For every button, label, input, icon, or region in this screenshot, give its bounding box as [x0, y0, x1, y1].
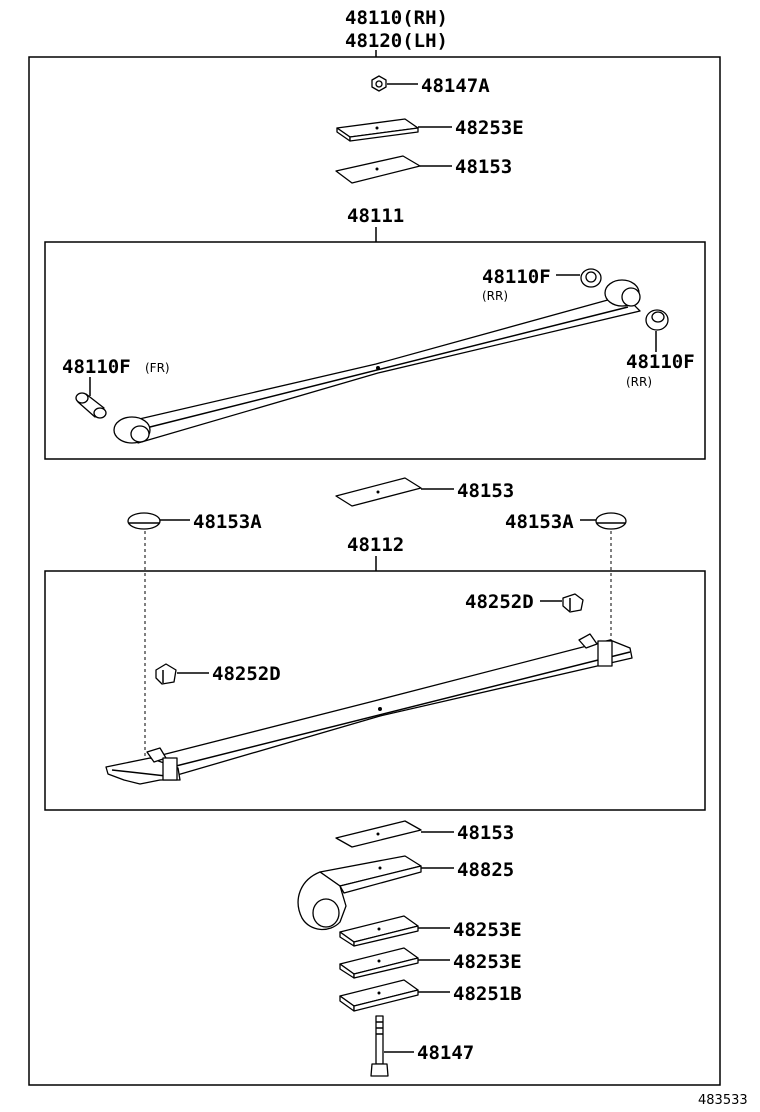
outer-frame [28, 56, 721, 1086]
cap-left-part [127, 512, 161, 530]
label-pad-top: 48153 [455, 156, 512, 178]
clip-right-part [562, 593, 584, 613]
plate-48253e-b1-part [339, 915, 419, 947]
bushing-fr-part [75, 392, 107, 419]
plate-48253e-top-part [336, 118, 419, 142]
note-bushing-rr-a: (RR) [482, 289, 508, 303]
label-pad-bottom: 48153 [457, 822, 514, 844]
assembly-lh-label: 48120(LH) [345, 30, 448, 52]
bushing-rr-a-part [580, 268, 602, 288]
label-plate-b3: 48251B [453, 983, 522, 1005]
label-bushing-fr: 48110F [62, 356, 131, 378]
plate-48251b-b3-part [339, 979, 419, 1012]
nut-48147a-part [371, 75, 387, 92]
label-leaf-2: 48112 [347, 534, 404, 556]
label-bushing-rr-b: 48110F [626, 351, 695, 373]
label-clip-right: 48252D [465, 591, 534, 613]
diagram-id: 483533 [698, 1093, 748, 1108]
plate-48253e-b2-part [339, 947, 419, 979]
note-bushing-fr: (FR) [145, 361, 170, 375]
assembly-rh-label: 48110(RH) [345, 7, 448, 29]
cap-right-part [595, 512, 627, 530]
label-pad-mid: 48153 [457, 480, 514, 502]
label-plate-b1: 48253E [453, 919, 522, 941]
label-clip-left: 48252D [212, 663, 281, 685]
label-bushing-rr-a: 48110F [482, 266, 551, 288]
clip-left-part [155, 663, 177, 685]
label-cap-right: 48153A [505, 511, 574, 533]
label-bolt: 48147 [417, 1042, 474, 1064]
label-leaf-1: 48111 [347, 205, 404, 227]
label-plate-b2: 48253E [453, 951, 522, 973]
note-bushing-rr-b: (RR) [626, 375, 652, 389]
bushing-rr-b-part [645, 309, 669, 331]
label-nut-top: 48147A [421, 75, 490, 97]
leaf-2-box [44, 570, 706, 811]
seat-48825-part [297, 855, 422, 931]
label-plate-top: 48253E [455, 117, 524, 139]
leaf-spring-48112-part [105, 633, 633, 785]
label-seat: 48825 [457, 859, 514, 881]
label-cap-left: 48153A [193, 511, 262, 533]
leaf-1-box [44, 241, 706, 460]
bolt-48147-part [370, 1015, 389, 1077]
leaf-spring-48111-part [113, 279, 641, 444]
